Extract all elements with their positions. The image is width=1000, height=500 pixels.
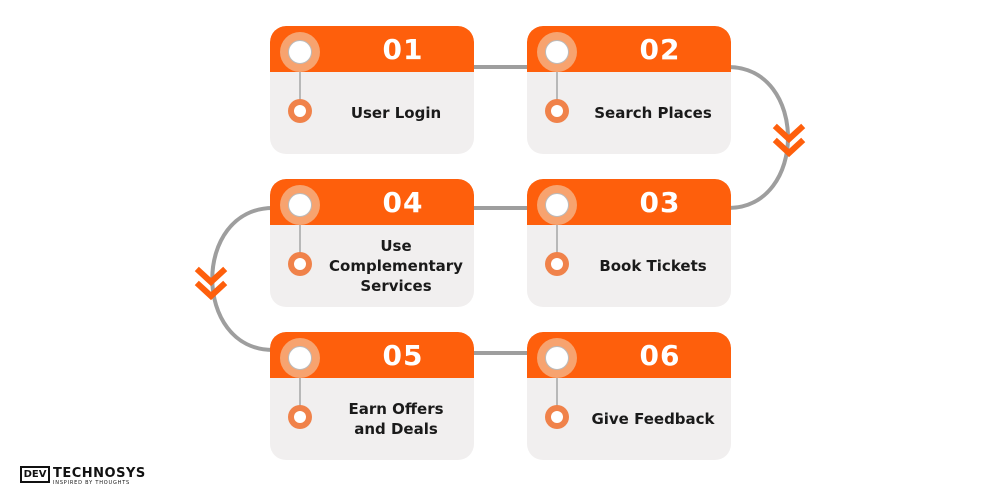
step-number: 04	[382, 186, 424, 219]
circle-marker-icon	[288, 405, 312, 429]
step-card-05: 05 Earn Offers and Deals	[270, 332, 474, 460]
step-number: 06	[639, 339, 681, 372]
logo-tagline: INSPIRED BY THOUGHTS	[53, 480, 131, 486]
circle-marker-icon	[537, 338, 577, 378]
step-card-06: 06 Give Feedback	[527, 332, 731, 460]
step-number: 05	[382, 339, 424, 372]
circle-marker-icon	[537, 185, 577, 225]
connector-02-03	[727, 65, 790, 210]
circle-marker-icon	[280, 338, 320, 378]
step-card-03: 03 Book Tickets	[527, 179, 731, 307]
step-label: Use Complementary Services	[329, 237, 463, 295]
circle-marker-icon	[537, 32, 577, 72]
step-stem	[556, 378, 558, 406]
step-label: Book Tickets	[599, 257, 707, 275]
step-label: User Login	[350, 104, 442, 122]
circle-marker-icon	[288, 99, 312, 123]
circle-marker-icon	[280, 185, 320, 225]
step-card-01: 01 User Login	[270, 26, 474, 154]
step-number: 02	[639, 33, 681, 66]
circle-marker-icon	[288, 252, 312, 276]
logo-brand: TECHNOSYS	[53, 466, 146, 481]
step-number: 03	[639, 186, 681, 219]
company-logo: DEV TECHNOSYS INSPIRED BY THOUGHTS	[20, 466, 150, 488]
double-chevron-down-icon	[194, 266, 228, 301]
step-number: 01	[382, 33, 424, 66]
circle-marker-icon	[545, 405, 569, 429]
step-label: Search Places	[594, 104, 712, 122]
step-stem	[556, 72, 558, 100]
step-card-02: 02 Search Places	[527, 26, 731, 154]
step-stem	[299, 72, 301, 100]
logo-box: DEV	[20, 466, 50, 483]
circle-marker-icon	[545, 252, 569, 276]
circle-marker-icon	[280, 32, 320, 72]
step-card-04: 04 Use Complementary Services	[270, 179, 474, 307]
step-label: Give Feedback	[591, 410, 715, 428]
circle-marker-icon	[545, 99, 569, 123]
step-stem	[556, 225, 558, 253]
step-stem	[299, 225, 301, 253]
step-label: Earn Offers and Deals	[348, 400, 444, 438]
double-chevron-down-icon	[772, 123, 806, 158]
connector-04-05	[210, 206, 274, 352]
step-stem	[299, 378, 301, 406]
